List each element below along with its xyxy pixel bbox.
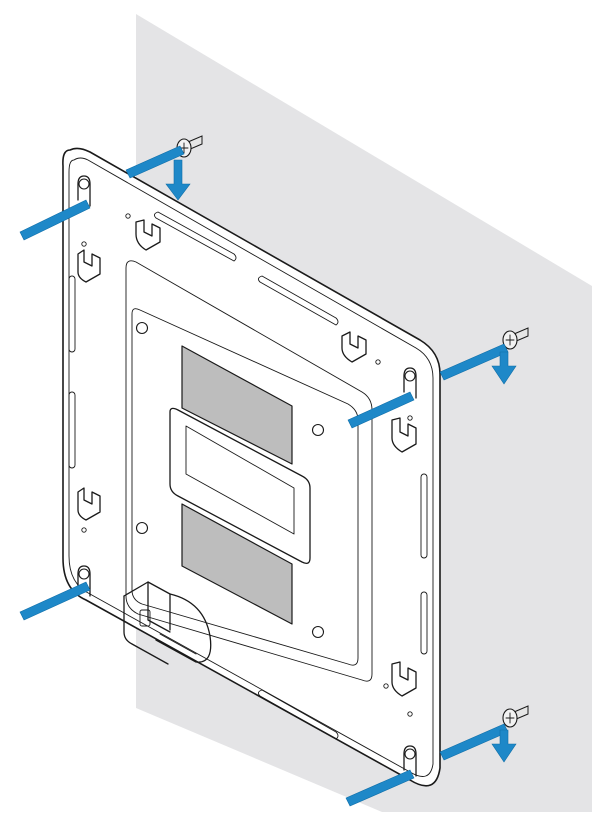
panel-hole-top-right — [313, 425, 324, 436]
rivet — [408, 416, 412, 420]
panel-hole-top-left — [137, 323, 148, 334]
rivet — [408, 712, 412, 716]
rivet — [82, 528, 86, 532]
rivet — [82, 242, 86, 246]
panel-hole-bottom-right — [313, 627, 324, 638]
rivet — [384, 684, 388, 688]
rivet — [126, 214, 130, 218]
rivet — [376, 360, 380, 364]
panel-hole-bottom-left — [137, 523, 148, 534]
push-arrow — [20, 582, 90, 620]
